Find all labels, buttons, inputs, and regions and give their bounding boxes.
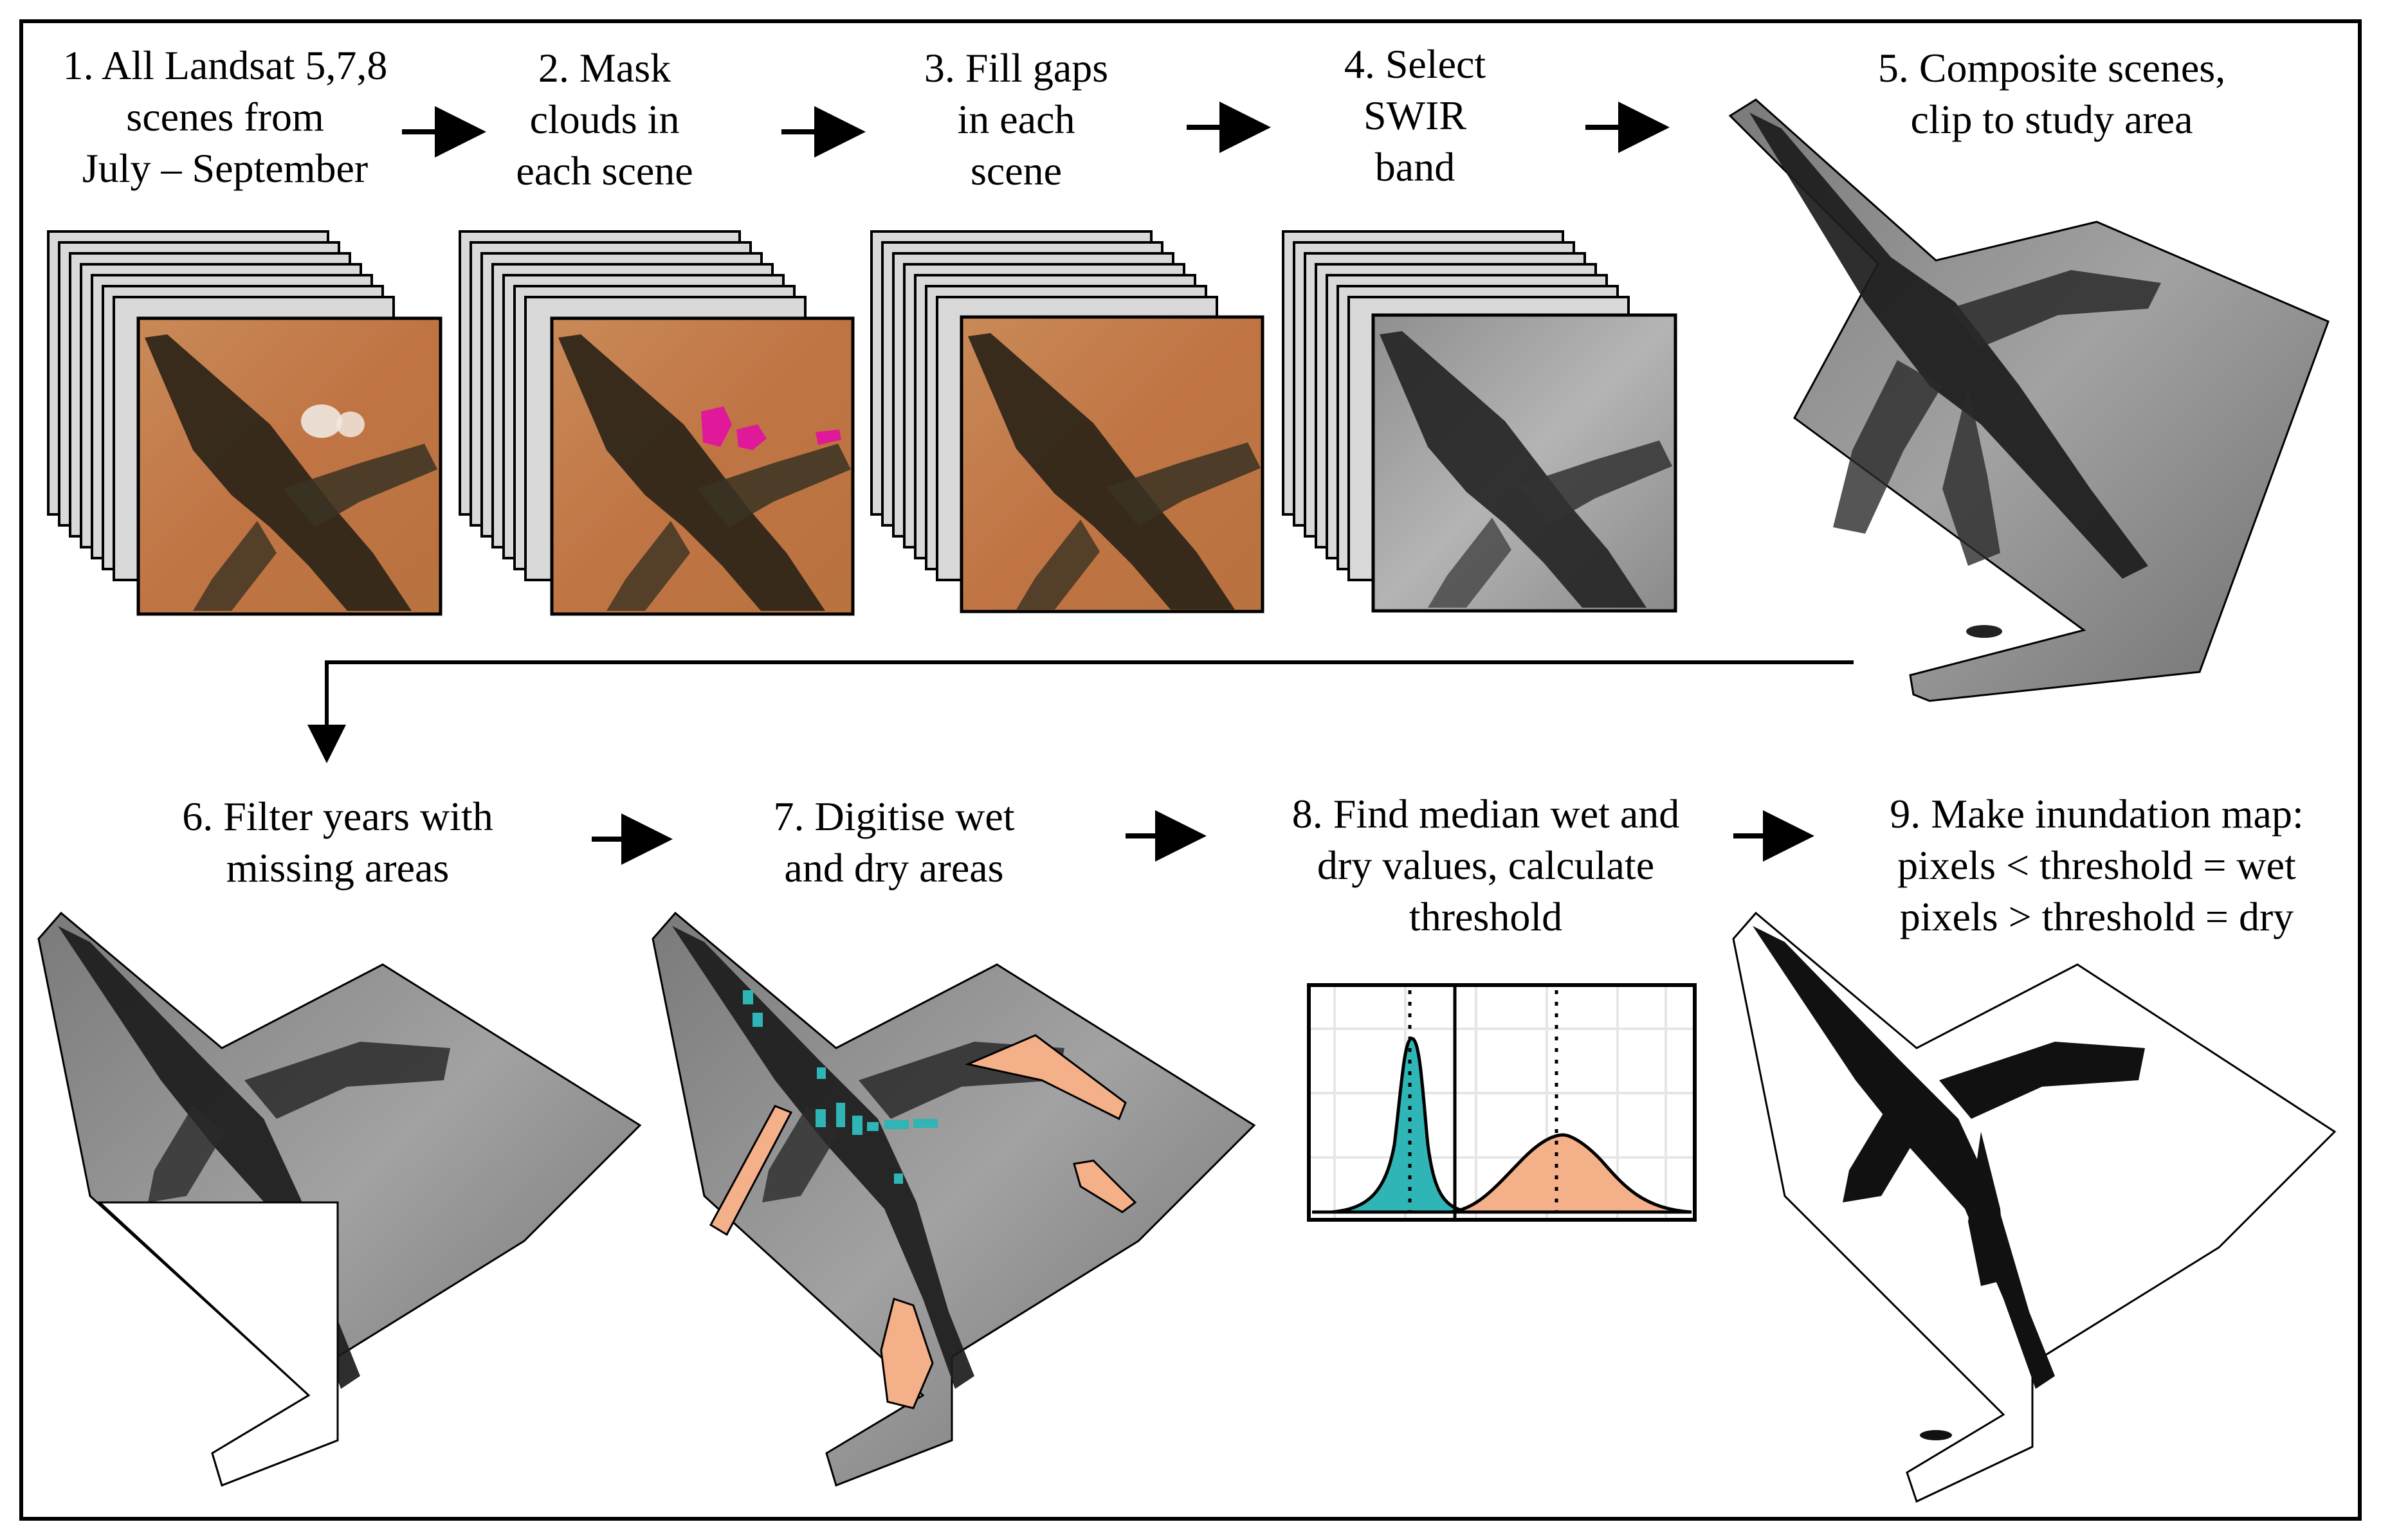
filtered-map-6: [37, 911, 642, 1487]
masked-scene-2: [550, 316, 855, 616]
step-1-label: 1. All Landsat 5,7,8 scenes from July – …: [62, 42, 388, 191]
step-7-label: 7. Digitise wet and dry areas: [773, 793, 1015, 891]
step-4-label: 4. Select SWIR band: [1344, 41, 1486, 190]
wet-distribution: [1331, 1037, 1473, 1214]
connector-line: [307, 660, 1854, 763]
dry-distribution: [1450, 1133, 1692, 1214]
step-5-label: 5. Composite scenes, clip to study area: [1877, 45, 2226, 142]
digitised-map-7: [652, 911, 1256, 1487]
step-8-label: 8. Find median wet and dry values, calcu…: [1291, 791, 1680, 939]
wet-polygons: [743, 990, 938, 1184]
cloud-mask: [816, 430, 841, 445]
gap-filled-scene-3: [960, 315, 1264, 613]
step-6-label: 6. Filter years with missing areas: [182, 793, 493, 891]
diagram-frame: [19, 19, 2362, 1521]
cloud-mask: [701, 406, 732, 447]
missing-area: [97, 1201, 339, 1487]
dry-polygon: [1073, 1159, 1137, 1213]
inundation-map-9: [1732, 911, 2337, 1503]
step-2-label: 2. Mask clouds in each scene: [516, 45, 693, 194]
dry-polygon: [709, 1105, 793, 1237]
cloud-mask: [736, 424, 767, 450]
composite-map-5: [1728, 98, 2330, 702]
step-3-label: 3. Fill gaps in each scene: [924, 45, 1109, 194]
dry-polygon: [965, 1034, 1127, 1121]
landsat-scene-1: [136, 316, 442, 616]
density-plot-8: [1307, 983, 1697, 1222]
dry-polygon: [880, 1298, 934, 1409]
step-9-label: 9. Make inundation map: pixels < thresho…: [1890, 791, 2304, 939]
swir-scene-4: [1371, 313, 1677, 613]
